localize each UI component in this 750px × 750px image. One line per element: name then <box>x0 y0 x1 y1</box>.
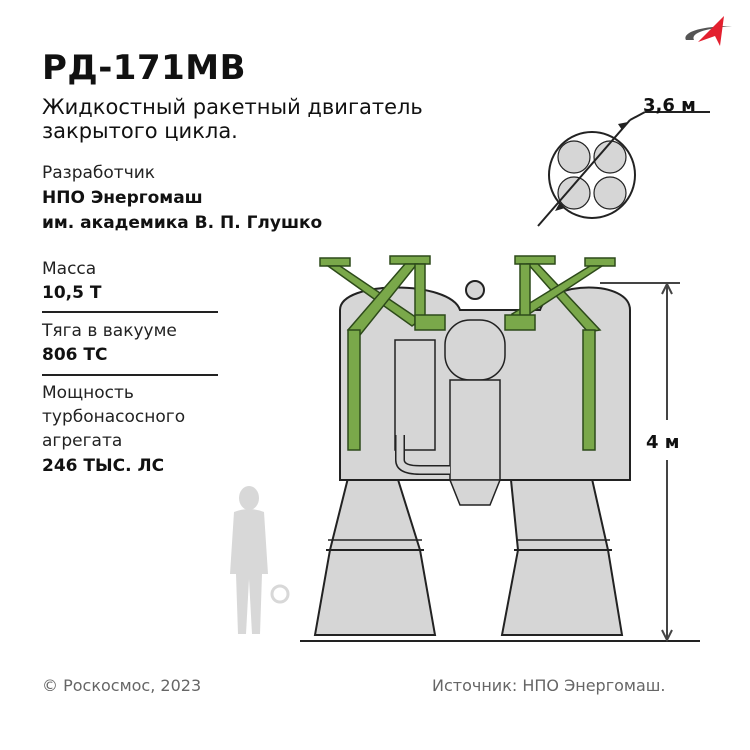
subtitle-line-2: закрытого цикла. <box>42 119 238 143</box>
engine-illustration <box>300 255 700 643</box>
spec-power-label-2: турбонасосного <box>42 407 186 427</box>
developer-name-line2: им. академика В. П. Глушко <box>42 213 323 233</box>
spec-power-label-3: агрегата <box>42 431 123 451</box>
subtitle-line-1: Жидкостный ракетный двигатель <box>42 95 423 119</box>
human-silhouette-icon <box>230 486 290 634</box>
divider <box>42 374 218 376</box>
source: Источник: НПО Энергомаш. <box>432 676 666 695</box>
spec-thrust-value: 806 ТС <box>42 345 108 365</box>
page-title: РД-171МВ <box>42 48 247 88</box>
divider <box>42 311 218 313</box>
copyright: © Роскосмос, 2023 <box>42 676 202 695</box>
spec-power-label-1: Мощность <box>42 383 134 403</box>
diameter-label: 3,6 м <box>643 95 696 116</box>
spec-thrust-label: Тяга в вакууме <box>42 321 177 341</box>
height-label: 4 м <box>646 432 680 453</box>
spec-mass-label: Масса <box>42 259 97 279</box>
developer-name: НПО Энергомаш <box>42 188 203 208</box>
spec-mass-value: 10,5 Т <box>42 283 102 303</box>
spec-power-value: 246 ТЫС. ЛС <box>42 456 165 476</box>
diameter-diagram <box>537 111 710 227</box>
roscosmos-logo-icon <box>685 16 732 46</box>
developer-label: Разработчик <box>42 163 156 183</box>
subtitle: Жидкостный ракетный двигатель закрытого … <box>42 95 512 143</box>
